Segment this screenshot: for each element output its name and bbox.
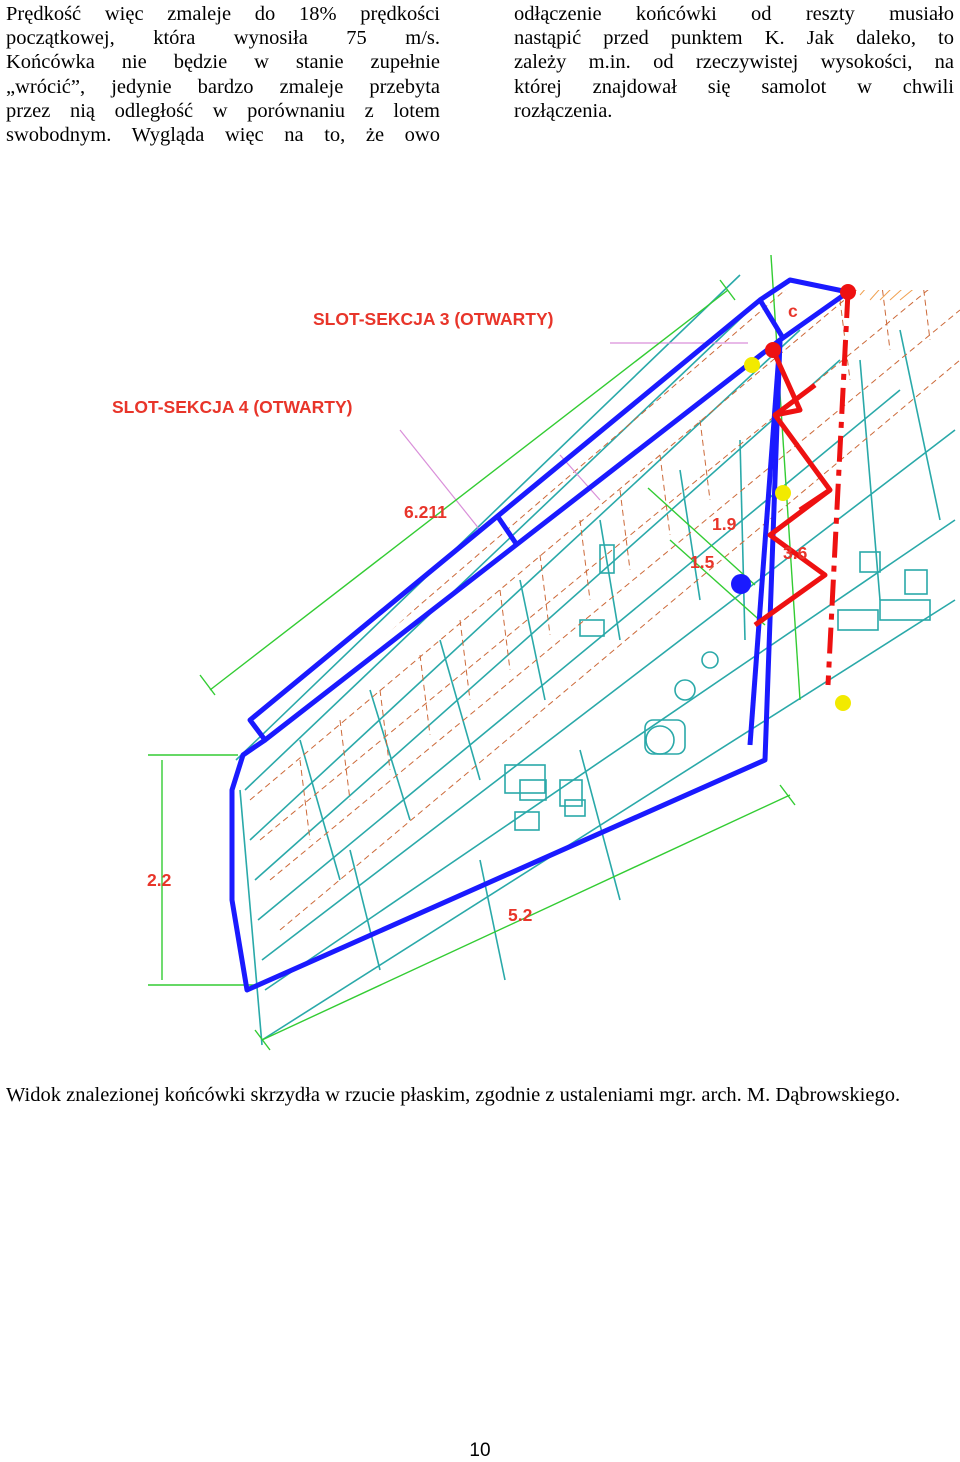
label-c: c [788, 301, 798, 321]
wing-tip-outline [229, 277, 851, 993]
dimension-15: 1.5 [690, 552, 715, 572]
dimension-19: 1.9 [712, 514, 737, 534]
text-line: „wrócić”, jedynie bardzo zmaleje przebyt… [6, 75, 440, 98]
body-text-right-column: odłączenie końcówki od reszty musiało na… [514, 2, 954, 123]
yellow-marker [775, 485, 791, 501]
figure-caption: Widok znalezionej końcówki skrzydła w rz… [6, 1084, 901, 1106]
yellow-marker [835, 695, 851, 711]
body-text-left-column: Prędkość więc zmaleje do 18% prędkości p… [6, 2, 440, 147]
text-line: nastąpić przed punktem K. Jak daleko, to [514, 27, 954, 50]
dimension-6211: 6.211 [404, 502, 447, 522]
structure-lines [235, 274, 956, 1046]
markers [731, 284, 856, 711]
page-number: 10 [469, 1440, 491, 1461]
text-line: początkowej, która wynosiła 75 m/s. [6, 27, 440, 50]
hatch-area [849, 290, 956, 301]
text-line: odłączenie końcówki od reszty musiało [514, 3, 954, 25]
labels: SLOT-SEKCJA 3 (OTWARTY) SLOT-SEKCJA 4 (O… [112, 301, 808, 925]
break-line [825, 291, 851, 686]
break-zigzag [753, 348, 833, 628]
text-line: Końcówka nie będzie w stanie zupełnie [6, 51, 440, 74]
label-slot4: SLOT-SEKCJA 4 (OTWARTY) [112, 397, 352, 417]
leader-lines [399, 342, 748, 531]
dimension-36: 3.6 [783, 543, 808, 563]
dimension-22: 2.2 [147, 870, 172, 890]
wing-tip-drawing-figure: SLOT-SEKCJA 3 (OTWARTY) SLOT-SEKCJA 4 (O… [100, 255, 960, 1060]
blue-marker [731, 574, 751, 594]
text-line: swobodnym. Wygląda więc na to, że owo [6, 124, 440, 147]
dimension-52: 5.2 [508, 905, 533, 925]
red-marker [840, 284, 856, 300]
text-line: przez nią odległość w porównaniu z lotem [6, 99, 440, 122]
rib-grid [240, 290, 960, 931]
text-line: Prędkość więc zmaleje do 18% prędkości [6, 3, 440, 25]
yellow-marker [744, 357, 760, 373]
label-slot3: SLOT-SEKCJA 3 (OTWARTY) [313, 309, 553, 329]
red-marker [765, 342, 781, 358]
text-line: rozłączenia. [514, 99, 613, 122]
text-line: zależy m.in. od rzeczywistej wysokości, … [514, 51, 954, 74]
text-line: której znajdował się samolot w chwili [514, 75, 954, 98]
dimension-lines [148, 255, 801, 1051]
wing-tip-drawing: SLOT-SEKCJA 3 (OTWARTY) SLOT-SEKCJA 4 (O… [112, 255, 960, 1051]
